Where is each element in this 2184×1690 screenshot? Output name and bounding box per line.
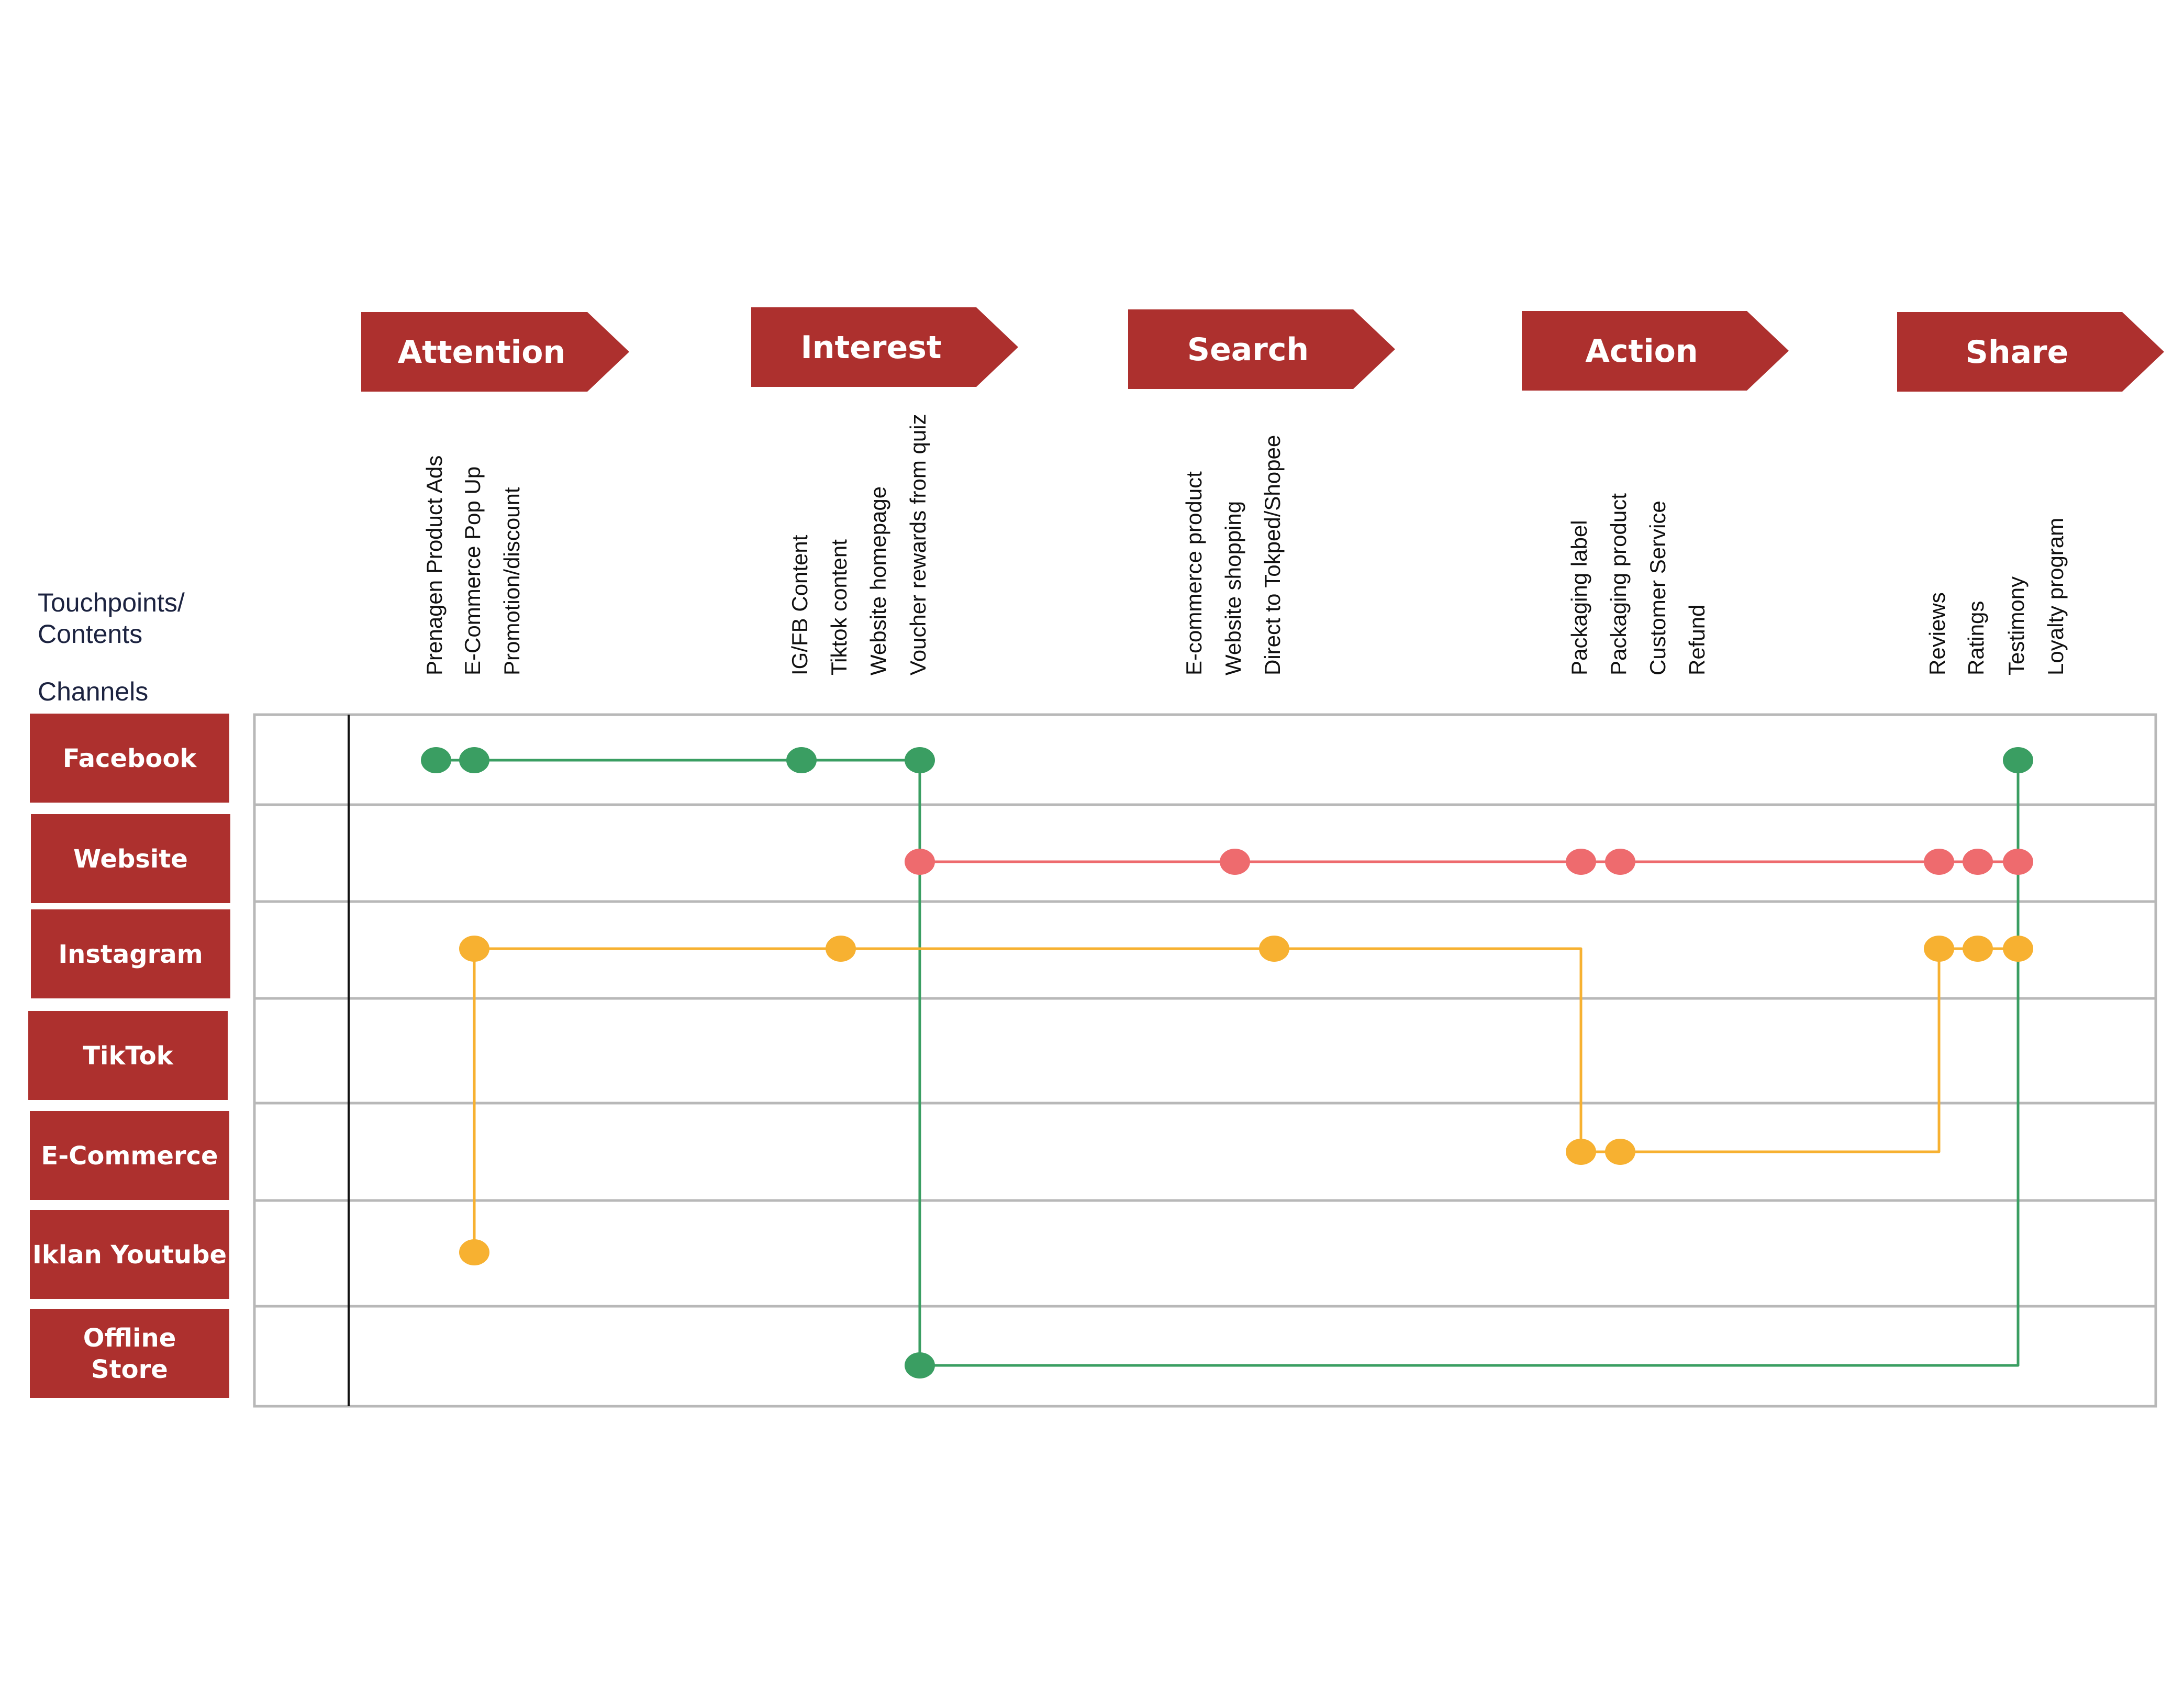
- touchpoint-dot-offline-store-voucher-rewards-from-quiz: [905, 1352, 935, 1378]
- touchpoint-ig-fb-content: IG/FB Content: [787, 535, 812, 675]
- touchpoint-direct-to-tokped-shopee: Direct to Tokped/Shopee: [1260, 435, 1285, 675]
- touchpoint-labels: Prenagen Product Ads E-Commerce Pop Up Pro…: [422, 414, 2068, 675]
- channel-label: Store: [91, 1355, 168, 1384]
- channel-box: [30, 1111, 229, 1200]
- touchpoint-prenagen-product-ads: Prenagen Product Ads: [422, 455, 447, 675]
- touchpoint-reviews: Reviews: [1925, 592, 1949, 675]
- channel-box: [30, 1210, 229, 1299]
- touchpoint-dot-website-packaging-label: [1566, 849, 1596, 875]
- touchpoint-e-commerce-product: E-commerce product: [1182, 471, 1206, 675]
- channel-label: Instagram: [58, 940, 203, 969]
- touchpoint-dot-instagram-e-commerce-pop-up: [459, 936, 489, 962]
- stage-label: Attention: [398, 334, 565, 371]
- channel-box: [31, 814, 230, 903]
- channel-instagram: Instagram: [31, 909, 230, 998]
- touchpoint-dot-website-website-shopping: [1220, 849, 1250, 875]
- channel-label: Website: [73, 844, 188, 874]
- touchpoint-ratings: Ratings: [1964, 601, 1988, 675]
- touchpoint-dot-website-testimony: [2003, 849, 2033, 875]
- channel-iklan-youtube: Iklan Youtube: [30, 1210, 229, 1299]
- touchpoint-tiktok-content: Tiktok content: [827, 539, 851, 675]
- touchpoint-website-shopping: Website shopping: [1221, 501, 1245, 675]
- channel-labels: FacebookWebsiteInstagramTikTokE-Commerce…: [28, 714, 230, 1398]
- stage-interest: Interest: [751, 307, 1018, 387]
- touchpoint-testimony: Testimony: [2004, 576, 2029, 675]
- touchpoint-dot-instagram-testimony: [2003, 936, 2033, 962]
- stage-arrow-shape: [1897, 312, 2164, 392]
- touchpoint-e-commerce-pop-up: E-Commerce Pop Up: [460, 466, 485, 675]
- grid-frame: [253, 713, 2157, 1408]
- channel-label: E-Commerce: [41, 1141, 218, 1171]
- stage-label: Action: [1585, 333, 1698, 370]
- touchpoint-dot-instagram-reviews: [1924, 936, 1954, 962]
- channel-label: TikTok: [83, 1041, 173, 1071]
- touchpoint-dot-website-voucher-rewards-from-quiz: [905, 849, 935, 875]
- touchpoint-dot-facebook-voucher-rewards-from-quiz: [905, 747, 935, 773]
- stage-share: Share: [1897, 312, 2164, 392]
- touchpoint-dot-facebook-prenagen-product-ads: [421, 747, 451, 773]
- touchpoint-dot-website-reviews: [1924, 849, 1954, 875]
- stage-arrow-shape: [751, 307, 1018, 387]
- journey-paths: [421, 747, 2033, 1378]
- channel-label: Iklan Youtube: [32, 1240, 227, 1270]
- touchpoint-dot-facebook-e-commerce-pop-up: [459, 747, 489, 773]
- touchpoint-dot-e-commerce-packaging-label: [1566, 1139, 1596, 1165]
- touchpoints-label-line-2: Contents: [38, 619, 142, 649]
- journey-website-path: [905, 849, 2033, 875]
- channel-label: Offline: [83, 1324, 176, 1353]
- touchpoint-dot-e-commerce-packaging-product: [1605, 1139, 1635, 1165]
- touchpoint-dot-facebook-ig-fb-content: [786, 747, 817, 773]
- touchpoint-dot-instagram-direct-to-tokped-shopee: [1259, 936, 1289, 962]
- touchpoint-website-homepage: Website homepage: [866, 486, 890, 675]
- stage-arrow-shape: [1522, 311, 1789, 391]
- touchpoint-dot-iklan-youtube-e-commerce-pop-up: [459, 1239, 489, 1265]
- touchpoint-packaging-product: Packaging product: [1606, 493, 1631, 675]
- touchpoint-loyalty-program: Loyalty program: [2043, 518, 2068, 675]
- channel-e-commerce: E-Commerce: [30, 1111, 229, 1200]
- touchpoint-dot-website-ratings: [1963, 849, 1993, 875]
- stage-arrow-shape: [1128, 309, 1395, 389]
- stage-search: Search: [1128, 309, 1395, 389]
- channel-grid: [253, 713, 2157, 1408]
- channel-box: [30, 1309, 229, 1398]
- channel-facebook: Facebook: [30, 714, 229, 803]
- stage-label: Interest: [800, 329, 941, 366]
- channel-box: [28, 1011, 228, 1100]
- touchpoint-dot-facebook-testimony: [2003, 747, 2033, 773]
- touchpoint-voucher-rewards-from-quiz: Voucher rewards from quiz: [906, 414, 930, 675]
- channels-label: Channels: [38, 677, 148, 706]
- journey-line: [473, 947, 2018, 1252]
- touchpoint-refund: Refund: [1685, 605, 1709, 675]
- touchpoint-promotion-discount: Promotion/discount: [499, 487, 524, 675]
- touchpoint-packaging-label: Packaging label: [1567, 520, 1591, 675]
- stage-label: Search: [1187, 331, 1309, 368]
- stage-action: Action: [1522, 311, 1789, 391]
- touchpoint-dot-website-packaging-product: [1605, 849, 1635, 875]
- channel-label: Facebook: [63, 744, 197, 773]
- touchpoint-dot-instagram-ratings: [1963, 936, 1993, 962]
- touchpoints-label-line-1: Touchpoints/: [38, 588, 185, 617]
- side-labels: Touchpoints/ Contents Channels: [38, 588, 185, 706]
- journey-instagram-path: [459, 936, 2033, 1265]
- channel-tiktok: TikTok: [28, 1011, 228, 1100]
- channel-box: [30, 714, 229, 803]
- journey-facebook-path: [421, 747, 2033, 1378]
- touchpoint-customer-service: Customer Service: [1645, 501, 1670, 675]
- stage-header: Attention Interest Search Action Share: [361, 307, 2164, 392]
- stage-arrow-shape: [361, 312, 629, 392]
- stage-attention: Attention: [361, 312, 629, 392]
- channel-box: [31, 909, 230, 998]
- touchpoint-dot-instagram-tiktok-content: [826, 936, 856, 962]
- channel-website: Website: [31, 814, 230, 903]
- stage-label: Share: [1966, 334, 2069, 371]
